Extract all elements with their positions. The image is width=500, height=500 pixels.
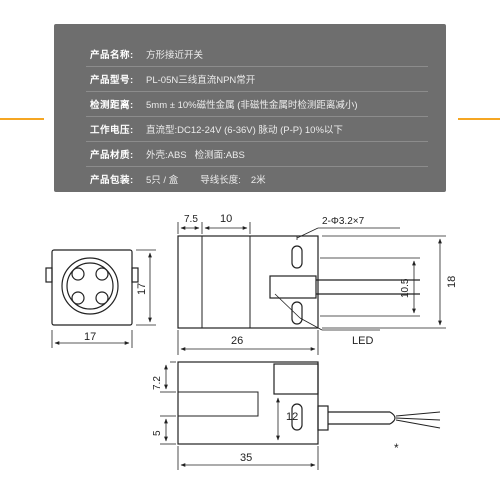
- spec-value-tertiary: 2米: [250, 175, 266, 186]
- leader-line: [296, 227, 319, 239]
- accent-line-left: [0, 118, 44, 120]
- sensing-quadrant: [71, 267, 85, 281]
- mounting-hole: [291, 245, 303, 269]
- spec-label: 产品包装:: [90, 175, 134, 186]
- spec-value: 5mm ± 10%磁性金属 (非磁性金属时检测距离减小): [146, 100, 358, 111]
- wire-lead: [395, 419, 441, 429]
- side-view: [177, 222, 446, 355]
- spec-divider: [86, 116, 428, 117]
- spec-value: PL-05N三线直流NPN常开: [146, 75, 256, 86]
- bottom-slot: [291, 403, 303, 431]
- spec-value-secondary: 导线长度:: [200, 175, 241, 186]
- front-width-label: 17: [84, 331, 96, 343]
- side-height-label: 18: [446, 276, 458, 288]
- bottom-sensing-strip: [177, 391, 259, 417]
- bottom-body: [177, 361, 319, 445]
- spec-value: 外壳:ABS: [146, 150, 187, 161]
- side-sensing-width-label: 10: [220, 213, 232, 225]
- accent-line-right: [458, 118, 500, 120]
- front-left-tab: [45, 267, 53, 283]
- spec-row-model: 产品型号: PL-05N三线直流NPN常开: [90, 69, 426, 89]
- bottom-view: [160, 361, 441, 470]
- asterisk-note: *: [394, 441, 399, 455]
- spec-value: 5只 / 盒: [146, 175, 179, 186]
- spec-row-voltage: 工作电压: 直流型:DC12-24V (6-36V) 脉动 (P-P) 10%以…: [90, 119, 426, 139]
- spec-label: 产品材质:: [90, 150, 134, 161]
- front-body: [51, 249, 133, 326]
- bottom-mid-label: 12: [286, 411, 298, 423]
- front-height-label: 17: [136, 283, 148, 295]
- hole-spec-label: 2-Φ3.2×7: [322, 216, 365, 227]
- bottom-gland: [317, 405, 329, 431]
- sensing-quadrant: [95, 291, 109, 305]
- spec-label: 产品名称:: [90, 50, 134, 61]
- spec-label: 工作电压:: [90, 125, 134, 136]
- spec-divider: [86, 141, 428, 142]
- bottom-led-window: [273, 363, 319, 395]
- sensing-quadrant: [71, 291, 85, 305]
- cable-break: [389, 411, 396, 425]
- side-body: [177, 235, 319, 329]
- spec-value: 直流型:DC12-24V (6-36V) 脉动 (P-P) 10%以下: [146, 125, 343, 136]
- hole-spacing-label: 10.5: [400, 278, 411, 298]
- spec-panel: 产品名称: 方形接近开关 产品型号: PL-05N三线直流NPN常开 检测距离:…: [54, 24, 446, 192]
- sensing-quadrant: [95, 267, 109, 281]
- spec-value: 方形接近开关: [146, 50, 204, 61]
- spec-label: 产品型号:: [90, 75, 134, 86]
- front-right-tab: [131, 267, 139, 283]
- led-label: LED: [352, 335, 373, 347]
- leader-line: [274, 293, 301, 319]
- bottom-left-label: 5: [152, 430, 163, 436]
- spec-row-package: 产品包装: 5只 / 盒 导线长度: 2米: [90, 169, 426, 189]
- spec-label: 检测距离:: [90, 100, 134, 111]
- wire-lead: [395, 417, 441, 421]
- side-offset-label: 7.5: [184, 214, 198, 225]
- mounting-hole: [291, 301, 303, 325]
- side-sensing-region: [201, 235, 251, 329]
- spec-divider: [86, 91, 428, 92]
- side-length-label: 26: [231, 335, 243, 347]
- sensing-face-inner: [66, 262, 114, 310]
- spec-row-distance: 检测距离: 5mm ± 10%磁性金属 (非磁性金属时检测距离减小): [90, 94, 426, 114]
- spec-row-name: 产品名称: 方形接近开关: [90, 44, 426, 64]
- bottom-top-label: 7.2: [152, 376, 163, 390]
- leader-line: [299, 317, 323, 331]
- bottom-length-label: 35: [240, 452, 252, 464]
- spec-divider: [86, 66, 428, 67]
- wire-lead: [395, 411, 441, 417]
- spec-value-secondary: 检测面:ABS: [194, 150, 245, 161]
- spec-divider: [86, 166, 428, 167]
- front-view: [45, 249, 156, 348]
- sensing-face-circle: [61, 257, 119, 315]
- cable-gland: [269, 275, 317, 299]
- spec-row-material: 产品材质: 外壳:ABS 检测面:ABS: [90, 144, 426, 164]
